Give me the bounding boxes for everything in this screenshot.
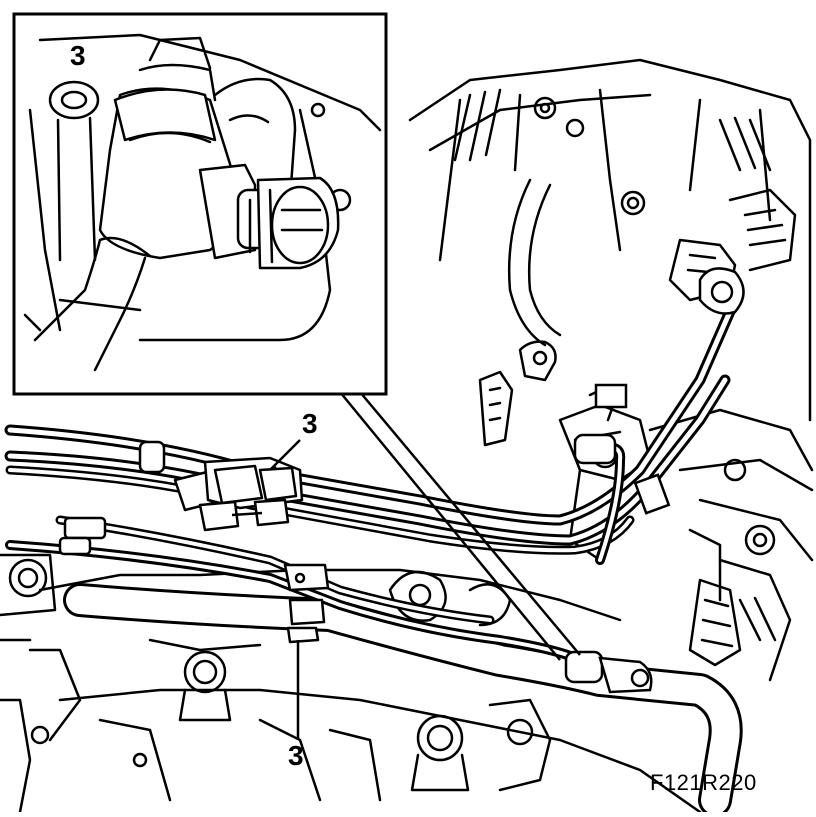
inset-callout-label: 3 [70, 40, 86, 71]
engine-block-background [0, 58, 814, 814]
leader-lines [269, 391, 581, 740]
lower-clip-callout-label: 3 [288, 740, 304, 771]
upper-callout-dot [271, 465, 277, 471]
upper-line-clip [173, 456, 304, 532]
detail-inset [12, 12, 388, 396]
hose-connectors [138, 267, 745, 694]
lower-coolant-pipe [63, 583, 743, 817]
left-pipe-bracket [58, 516, 107, 556]
figure-code: F121R220 [650, 770, 757, 795]
upper-clip-callout-label: 3 [302, 408, 318, 439]
lower-line-clip [283, 563, 330, 644]
